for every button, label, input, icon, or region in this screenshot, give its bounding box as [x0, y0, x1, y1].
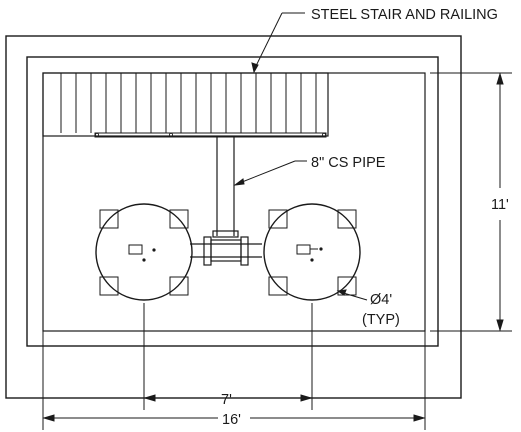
- right-tank: [263, 203, 361, 301]
- stair-label: STEEL STAIR AND RAILING: [311, 7, 498, 23]
- typ-label: (TYP): [362, 312, 400, 328]
- pipe-leader: [233, 160, 307, 186]
- steel-stair: [42, 72, 329, 138]
- inner-wall: [26, 56, 439, 347]
- height-dimension: [430, 72, 512, 332]
- vertical-pipe: [212, 137, 239, 238]
- pipe-label: 8" CS PIPE: [311, 155, 386, 171]
- stair-leader: [251, 12, 305, 74]
- height-dimension-label: 11': [491, 197, 509, 213]
- tank-spacing-label: 7': [221, 392, 232, 408]
- tank-spacing-dimension: [143, 303, 313, 410]
- header-pipe: [190, 236, 262, 266]
- width-dimension-label: 16': [222, 412, 241, 428]
- diameter-label: Ø4': [370, 292, 392, 308]
- width-dimension: [42, 331, 426, 430]
- left-tank: [95, 203, 193, 301]
- outer-wall: [5, 35, 462, 399]
- diameter-leader: [336, 289, 368, 301]
